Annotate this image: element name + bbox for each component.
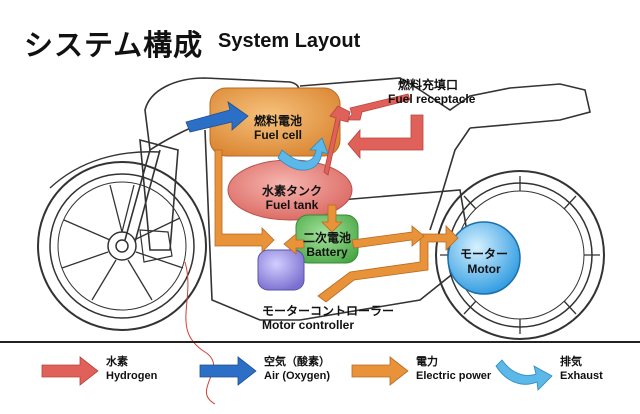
legend-hydrogen-en: Hydrogen	[106, 370, 158, 382]
fuel-cell-label-jp: 燃料電池	[253, 114, 302, 128]
motor-controller-label-en: Motor controller	[262, 318, 354, 332]
legend-power-arrow	[351, 356, 409, 386]
air-arrows	[185, 101, 249, 133]
battery-label-jp: 二次電池	[302, 231, 351, 245]
fuel-cell-label-en: Fuel cell	[253, 128, 303, 142]
motor-label-jp: モーター	[459, 247, 508, 261]
fuel-receptacle-label-en: Fuel receptacle	[388, 92, 476, 106]
exhaust-arrows	[277, 137, 329, 171]
legend-hydrogen-jp: 水素	[106, 355, 128, 368]
legend-hydrogen-arrow	[41, 356, 99, 386]
legend-air-en: Air (Oxygen)	[264, 370, 331, 382]
motor-block	[447, 221, 521, 295]
brake-wire	[184, 261, 216, 405]
fuel-tank-label-en: Fuel tank	[265, 198, 319, 212]
legend-exhaust-arrow	[495, 359, 553, 391]
legend-exhaust-jp: 排気	[560, 355, 582, 368]
legend-divider	[0, 341, 640, 343]
legend-air-arrow	[199, 356, 257, 386]
motor-controller-block	[257, 249, 305, 291]
legend-power-jp: 電力	[416, 355, 438, 368]
motor-label-en: Motor	[467, 262, 501, 276]
power-arrows	[214, 149, 459, 303]
page-title-jp: システム構成	[24, 28, 204, 62]
legend-exhaust-en: Exhaust	[560, 370, 603, 382]
page-title-en: System Layout	[218, 30, 361, 52]
front-wheel	[37, 161, 207, 331]
legend-power-en: Electric power	[416, 370, 492, 382]
motor-controller-label-jp: モーターコントローラー	[262, 304, 395, 318]
front-brake-caliper	[139, 229, 173, 263]
fuel-receptacle-label-jp: 燃料充填口	[398, 78, 459, 92]
legend-air-jp: 空気（酸素）	[264, 355, 330, 368]
battery-label-en: Battery	[306, 245, 348, 259]
fuel-tank-label-jp: 水素タンク	[261, 184, 322, 198]
